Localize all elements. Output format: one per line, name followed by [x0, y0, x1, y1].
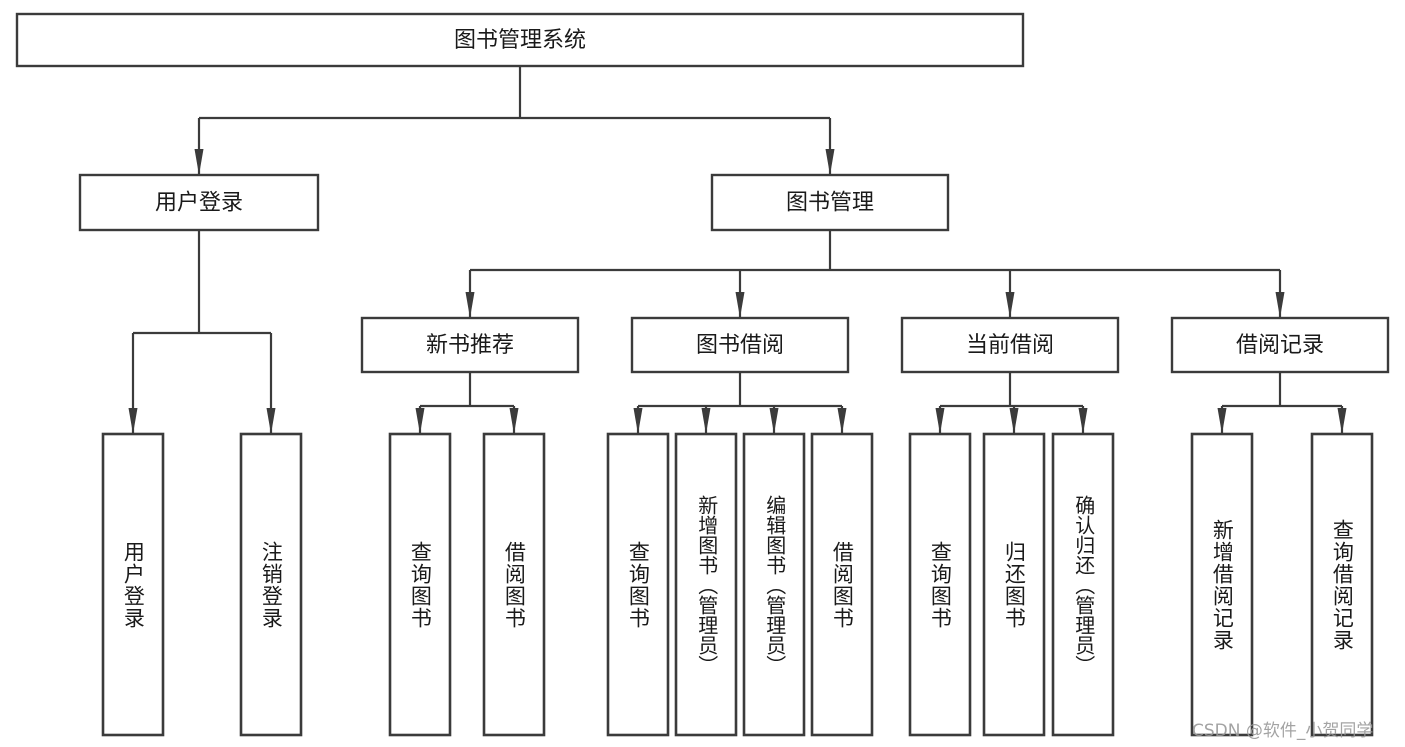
arrow-head-icon: [1275, 292, 1285, 318]
arrow-head-icon: [701, 408, 711, 434]
leaf-box-leaf-add-record[interactable]: [1190, 432, 1254, 737]
node-label-borrow-record: 借阅记录: [1236, 333, 1324, 358]
node-label-user-login: 用户登录: [155, 191, 243, 216]
leaf-box-leaf-add-book[interactable]: [674, 432, 738, 737]
leaf-box-leaf-confirm-return[interactable]: [1051, 432, 1115, 737]
arrow-head-icon: [935, 408, 945, 434]
box-layer: [15, 12, 1390, 737]
arrow-head-icon: [1337, 408, 1347, 434]
node-box-root[interactable]: [15, 12, 1025, 68]
leaf-box-leaf-return-book[interactable]: [982, 432, 1046, 737]
leaf-box-leaf-query-book-2[interactable]: [606, 432, 670, 737]
csdn-watermark: CSDN @软件_小贺同学: [1192, 721, 1374, 741]
leaf-box-leaf-query-book-1[interactable]: [388, 432, 452, 737]
connector-layer: [128, 66, 1347, 434]
arrow-head-icon: [837, 408, 847, 434]
arrow-head-icon: [735, 292, 745, 318]
node-label-current-borrow: 当前借阅: [966, 333, 1054, 358]
arrow-head-icon: [1078, 408, 1088, 434]
leaf-box-leaf-user-login[interactable]: [101, 432, 165, 737]
node-label-new-book-recommend: 新书推荐: [426, 333, 514, 358]
leaf-box-leaf-query-book-3[interactable]: [908, 432, 972, 737]
arrow-head-icon: [194, 149, 204, 175]
arrow-head-icon: [266, 408, 276, 434]
arrow-head-icon: [769, 408, 779, 434]
node-box-borrow-record[interactable]: [1170, 316, 1390, 374]
leaf-box-leaf-borrow-book-2[interactable]: [810, 432, 874, 737]
node-label-book-borrow: 图书借阅: [696, 333, 784, 358]
node-box-new-book-recommend[interactable]: [360, 316, 580, 374]
node-label-root: 图书管理系统: [454, 28, 586, 53]
leaf-box-leaf-borrow-book-1[interactable]: [482, 432, 546, 737]
arrow-head-icon: [509, 408, 519, 434]
arrow-head-icon: [465, 292, 475, 318]
arrow-head-icon: [1009, 408, 1019, 434]
node-box-current-borrow[interactable]: [900, 316, 1120, 374]
leaf-box-leaf-query-record[interactable]: [1310, 432, 1374, 737]
leaf-box-leaf-user-logout[interactable]: [239, 432, 303, 737]
arrow-head-icon: [1005, 292, 1015, 318]
node-label-book-manage: 图书管理: [786, 191, 874, 216]
node-box-book-manage[interactable]: [710, 173, 950, 232]
arrow-head-icon: [1217, 408, 1227, 434]
node-box-book-borrow[interactable]: [630, 316, 850, 374]
arrow-head-icon: [633, 408, 643, 434]
arrow-head-icon: [415, 408, 425, 434]
arrow-head-icon: [825, 149, 835, 175]
arrow-head-icon: [128, 408, 138, 434]
node-box-user-login[interactable]: [78, 173, 320, 232]
leaf-box-leaf-edit-book[interactable]: [742, 432, 806, 737]
